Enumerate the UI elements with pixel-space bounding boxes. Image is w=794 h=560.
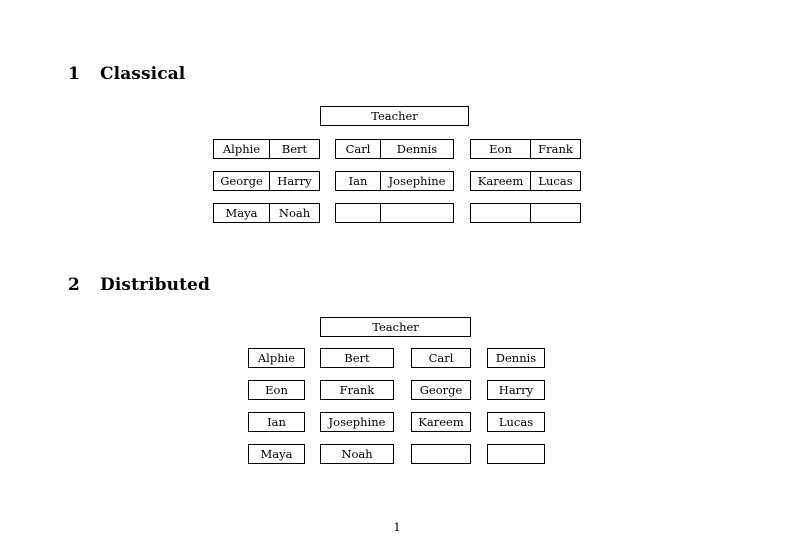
distributed-cell: Dennis — [487, 348, 545, 368]
section-heading-distributed: 2 Distributed — [68, 275, 210, 295]
table-cell: Bert — [269, 140, 319, 158]
table-cell: Noah — [269, 204, 319, 222]
section-title: Classical — [100, 64, 186, 84]
teacher-box-classical: Teacher — [320, 106, 469, 126]
table-cell: Josephine — [380, 172, 453, 190]
distributed-cell: Lucas — [487, 412, 545, 432]
table-cell: Eon — [489, 142, 512, 156]
classical-group-3-row-3 — [470, 203, 581, 223]
section-number: 1 — [68, 64, 80, 84]
table-cell: George — [220, 174, 263, 188]
table-cell: Dennis — [380, 140, 453, 158]
table-cell: Harry — [269, 172, 319, 190]
distributed-cell: Alphie — [248, 348, 305, 368]
classical-group-1-row-1: Alphie Bert — [213, 139, 320, 159]
distributed-cell: Bert — [320, 348, 394, 368]
section-title: Distributed — [100, 275, 210, 295]
section-heading-classical: 1 Classical — [68, 64, 185, 84]
classical-group-1-row-2: George Harry — [213, 171, 320, 191]
distributed-cell: Josephine — [320, 412, 394, 432]
distributed-cell: Maya — [248, 444, 305, 464]
distributed-cell — [411, 444, 471, 464]
table-cell: Alphie — [222, 142, 261, 156]
distributed-cell: Noah — [320, 444, 394, 464]
distributed-cell: George — [411, 380, 471, 400]
table-cell: Kareem — [477, 174, 524, 188]
distributed-cell: Harry — [487, 380, 545, 400]
distributed-cell: Ian — [248, 412, 305, 432]
distributed-cell — [487, 444, 545, 464]
classical-group-3-row-1: Eon Frank — [470, 139, 581, 159]
distributed-cell: Kareem — [411, 412, 471, 432]
table-cell — [380, 204, 453, 222]
page-number: 1 — [393, 520, 401, 534]
table-cell: Lucas — [530, 172, 580, 190]
classical-group-2-row-2: Ian Josephine — [335, 171, 454, 191]
table-cell: Frank — [530, 140, 580, 158]
section-number: 2 — [68, 275, 80, 295]
teacher-box-distributed: Teacher — [320, 317, 471, 337]
classical-group-1-row-3: Maya Noah — [213, 203, 320, 223]
distributed-cell: Eon — [248, 380, 305, 400]
classical-group-3-row-2: Kareem Lucas — [470, 171, 581, 191]
table-cell — [336, 204, 380, 222]
classical-group-2-row-3 — [335, 203, 454, 223]
table-cell: Carl — [345, 142, 371, 156]
table-cell: Ian — [348, 174, 368, 188]
table-cell: Maya — [225, 206, 258, 220]
table-cell — [471, 204, 530, 222]
distributed-cell: Carl — [411, 348, 471, 368]
table-cell — [530, 204, 580, 222]
classical-group-2-row-1: Carl Dennis — [335, 139, 454, 159]
distributed-cell: Frank — [320, 380, 394, 400]
